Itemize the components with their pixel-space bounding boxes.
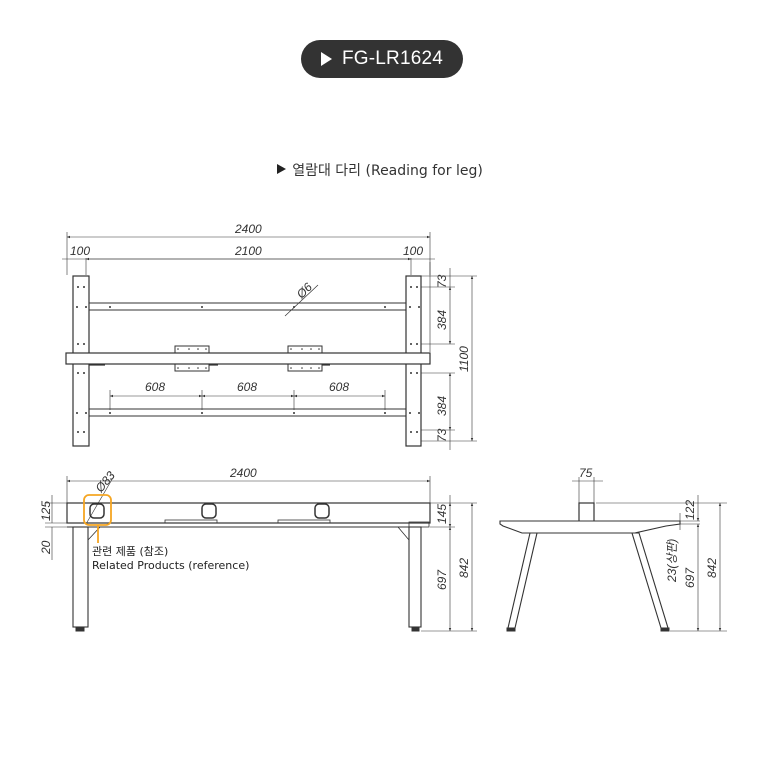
dim-grommet-diameter: Ø83 (92, 468, 118, 495)
note-english: Related Products (reference) (92, 559, 250, 572)
dim-overall-height: 842 (457, 558, 471, 578)
related-product-highlight (83, 494, 112, 543)
dim-front-width: 2400 (229, 466, 257, 480)
dim-lower-offset: 73 (435, 428, 449, 442)
dim-top-thickness: 23(상판) (665, 539, 679, 583)
model-name: FG-LR1624 (341, 48, 444, 69)
dim-post-height: 122 (683, 500, 697, 520)
dim-left-gap: 20 (39, 540, 53, 555)
dim-spacing-3: 608 (329, 380, 349, 394)
dim-spacing-1: 608 (145, 380, 165, 394)
dim-upper-span: 384 (435, 310, 449, 330)
dim-lower-span: 384 (435, 396, 449, 416)
note-korean: 관련 제품 (참조) (92, 545, 169, 558)
play-triangle-icon (320, 52, 332, 66)
dim-overall-width: 2400 (234, 222, 262, 236)
model-badge: FG-LR1624 (301, 40, 463, 78)
side-view (499, 477, 727, 632)
dim-overall-depth: 1100 (457, 346, 471, 372)
dim-spacing-2: 608 (237, 380, 257, 394)
front-view (45, 475, 477, 632)
dim-post-width: 75 (579, 466, 593, 480)
dim-left-top-height: 125 (39, 501, 53, 521)
dim-side-leg-height: 697 (683, 567, 697, 588)
top-view (62, 232, 477, 450)
dim-rod-diameter: Ø6 (293, 280, 315, 302)
play-triangle-icon (277, 164, 287, 174)
dim-leg-height: 697 (435, 569, 449, 590)
dim-right-leg-width: 100 (403, 244, 423, 258)
bolt-dots (76, 286, 420, 433)
dim-right-top-height: 145 (435, 504, 449, 524)
dim-inner-width: 2100 (234, 244, 262, 258)
section-title: 열람대 다리 (Reading for leg) (0, 160, 760, 180)
related-products-note: 관련 제품 (참조) Related Products (reference) (92, 545, 249, 573)
dim-side-overall-height: 842 (705, 558, 719, 578)
dim-upper-offset: 73 (435, 274, 449, 288)
section-title-text: 열람대 다리 (Reading for leg) (292, 163, 483, 179)
dim-left-leg-width: 100 (70, 244, 90, 258)
